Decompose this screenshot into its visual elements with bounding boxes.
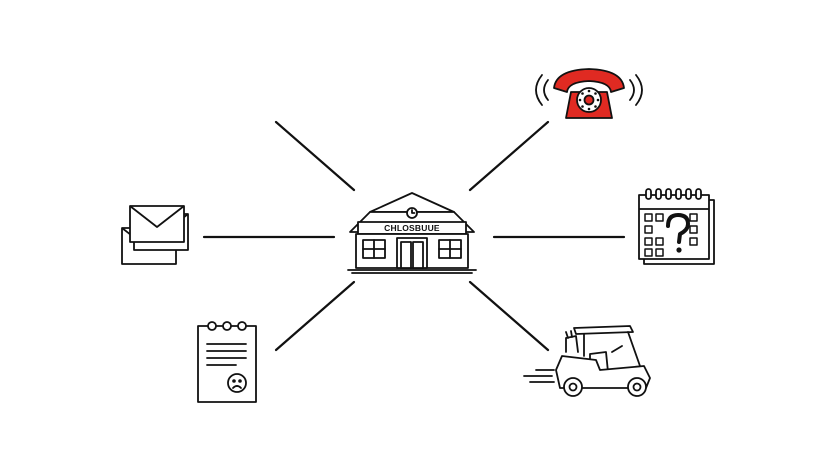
connector-bottom-right — [468, 280, 550, 352]
golf-cart-icon — [523, 325, 651, 397]
complaint-document-icon — [197, 321, 257, 403]
clubhouse-sign-text: CHLOSBUUE — [384, 223, 440, 233]
connector-top-right — [468, 120, 550, 192]
clubhouse-icon: CHLOSBUUE — [347, 192, 477, 274]
connector-top-left — [274, 120, 356, 192]
mail-icon — [121, 205, 189, 265]
telephone-icon — [535, 68, 643, 119]
connector-bottom-left — [274, 280, 356, 352]
calendar-question-icon — [638, 188, 715, 265]
connector-lines — [202, 120, 626, 352]
